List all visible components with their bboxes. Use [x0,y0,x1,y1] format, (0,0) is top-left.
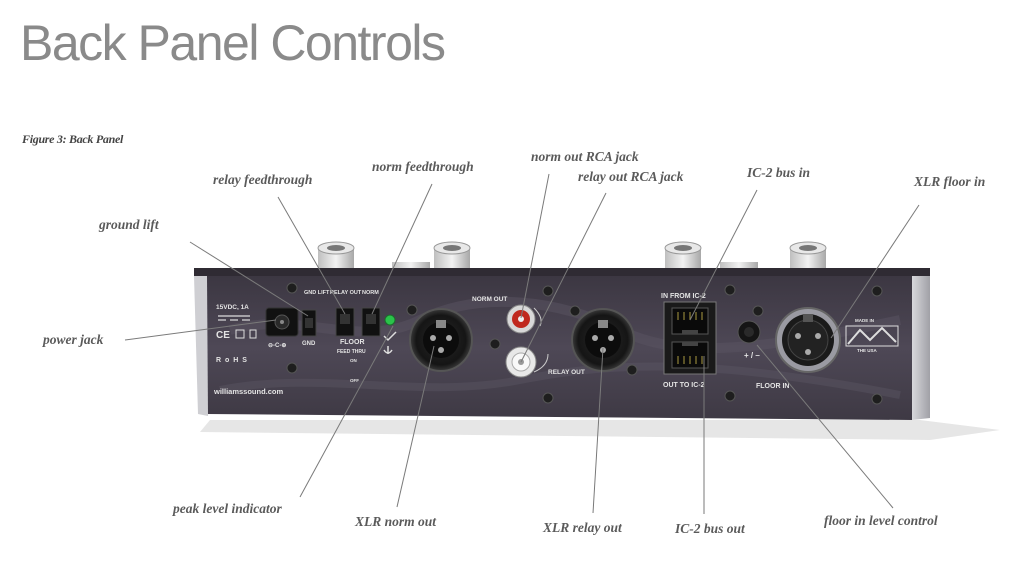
leader-norm-feedthrough [371,183,433,315]
floor-in-level-knob [737,320,761,344]
svg-text:ON: ON [350,358,357,363]
label-ic2-bus-out: IC-2 bus out [675,521,745,536]
power-jack [265,307,299,337]
label-relay-feedthrough: relay feedthrough [213,172,313,187]
leader-power-jack [124,319,277,341]
panel-left-side [194,276,208,416]
svg-text:CE: CE [216,330,230,341]
xlr-floor-in-jack [775,307,841,373]
svg-text:GND: GND [302,341,316,347]
leader-xlr-floor-in [830,204,920,339]
svg-text:15VDC, 1A: 15VDC, 1A [216,304,249,311]
peak-level-led [383,314,397,354]
leader-ic2-in [689,189,758,321]
svg-text:THE USA: THE USA [857,348,878,353]
panel-shadow [200,420,1000,440]
svg-text:FLOOR IN: FLOOR IN [756,383,789,390]
label-xlr-floor-in: XLR floor in [914,174,986,189]
svg-text:OUT TO IC-2: OUT TO IC-2 [663,382,705,389]
ic2-bus-ports [663,301,717,375]
svg-text:IN FROM IC-2: IN FROM IC-2 [661,293,706,300]
leader-floor-level [756,344,894,509]
panel-top-lip [194,268,930,276]
relay-feedthrough-switch [335,307,355,337]
leader-peak-level [299,325,394,498]
svg-text:RELAY OUT: RELAY OUT [330,290,362,296]
leader-xlr-relay-out [592,347,604,514]
label-peak-level-indicator: peak level indicator [173,501,282,516]
svg-text:NORM: NORM [362,290,379,296]
label-ground-lift: ground lift [99,217,159,232]
label-xlr-relay-out: XLR relay out [543,520,622,535]
norm-feedthrough-switch [361,307,381,337]
label-norm-feedthrough: norm feedthrough [372,159,474,174]
ground-lift-switch [301,309,317,337]
xlr-norm-out-jack [409,308,473,372]
svg-text:FEED THRU: FEED THRU [337,349,366,355]
leader-lines [124,173,920,514]
leader-xlr-norm-out [396,345,435,508]
leader-ground-lift [189,241,309,317]
label-norm-out-rca: norm out RCA jack [531,149,639,164]
svg-text:williamssound.com: williamssound.com [213,387,284,396]
label-floor-in-level-control: floor in level control [824,513,938,528]
svg-text:NORM OUT: NORM OUT [472,296,507,303]
panel-screws [286,282,883,405]
svg-text:MADE IN: MADE IN [855,318,874,323]
leader-relay-feedthrough [277,196,346,315]
page-title: Back Panel Controls [20,15,446,71]
svg-text:FLOOR: FLOOR [340,339,365,346]
label-power-jack: power jack [43,332,104,347]
label-xlr-norm-out: XLR norm out [355,514,437,529]
power-symbol [218,315,250,321]
label-relay-out-rca: relay out RCA jack [578,169,684,184]
svg-text:R o H S: R o H S [216,357,248,364]
leader-norm-out-rca [520,173,550,319]
label-ic2-bus-in: IC-2 bus in [747,165,811,180]
ce-marks: CE [216,329,257,341]
panel-right-side [912,276,930,420]
xlr-relay-out-jack [571,308,635,372]
svg-text:OFF: OFF [350,378,359,383]
leader-relay-out-rca [520,192,607,363]
svg-text:+ / –: + / – [744,351,760,360]
figure-caption: Figure 3: Back Panel [22,132,123,146]
panel-face [205,276,912,420]
svg-text:RELAY OUT: RELAY OUT [548,369,585,376]
svg-text:GND LIFT: GND LIFT [304,290,330,296]
norm-out-rca-jack [506,304,536,334]
made-in-usa-logo [845,325,899,347]
svg-text:⊖-C-⊕: ⊖-C-⊕ [268,343,286,349]
panel-silkscreen: 15VDC, 1A R o H S williamssound.com ⊖-C-… [213,290,878,396]
